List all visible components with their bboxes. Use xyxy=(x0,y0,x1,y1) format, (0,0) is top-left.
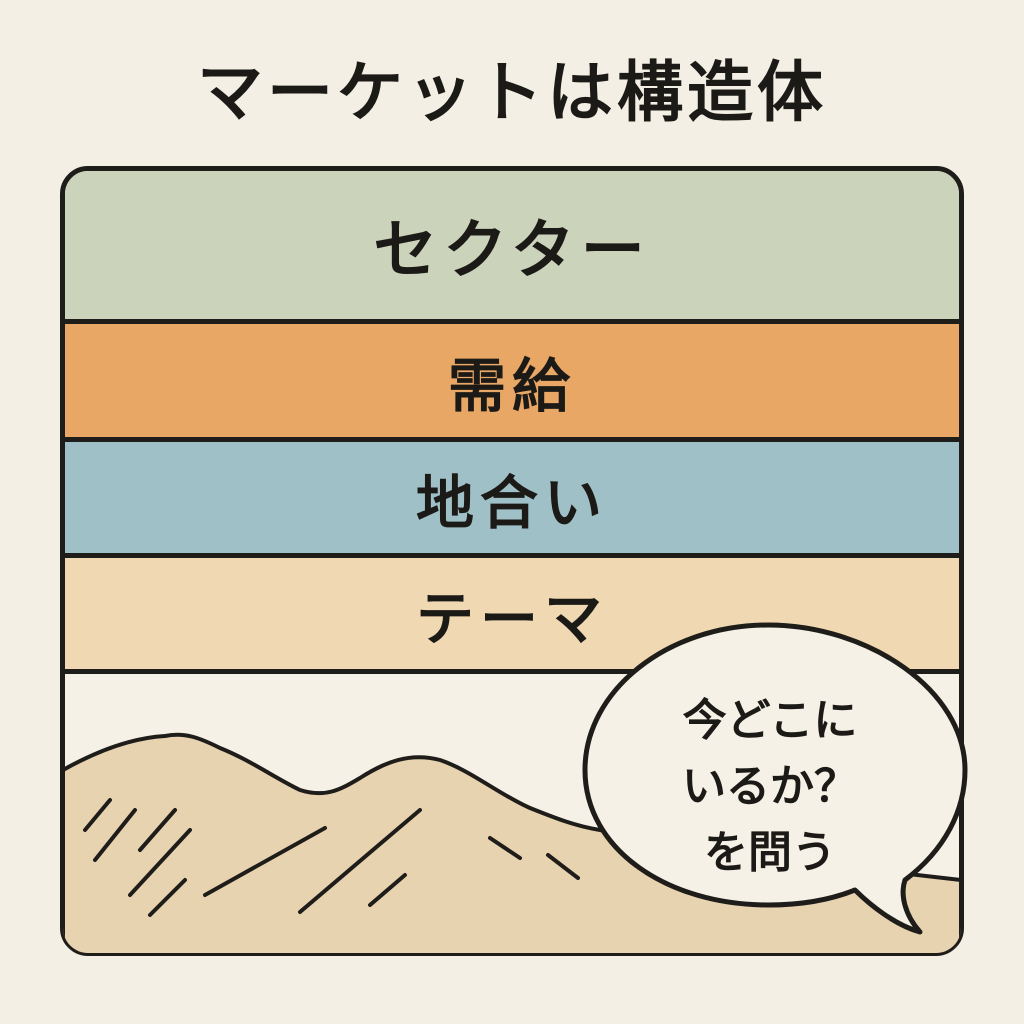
layer-supply-demand: 需給 xyxy=(65,324,959,442)
layer-market-sentiment-label: 地合い xyxy=(415,468,608,537)
speech-bubble-line-1: 今どこに xyxy=(682,695,858,746)
speech-bubble-line-3: を問う xyxy=(704,827,836,878)
speech-bubble-text: 今どこに いるか？ を問う xyxy=(620,688,920,886)
layer-market-sentiment: 地合い xyxy=(65,442,959,558)
layer-supply-demand-label: 需給 xyxy=(447,351,576,420)
speech-bubble xyxy=(582,622,968,935)
layer-sector: セクター xyxy=(65,171,959,324)
layer-sector-label: セクター xyxy=(373,214,651,288)
speech-bubble-line-2: いるか？ xyxy=(682,761,858,812)
layer-theme-label: テーマ xyxy=(415,584,608,653)
layer-theme: テーマ xyxy=(65,558,959,674)
layer-stack-frame: セクター 需給 地合い テーマ xyxy=(60,166,964,956)
page-title: マーケットは構造体 xyxy=(197,54,827,131)
mountain-hatching xyxy=(83,798,580,917)
